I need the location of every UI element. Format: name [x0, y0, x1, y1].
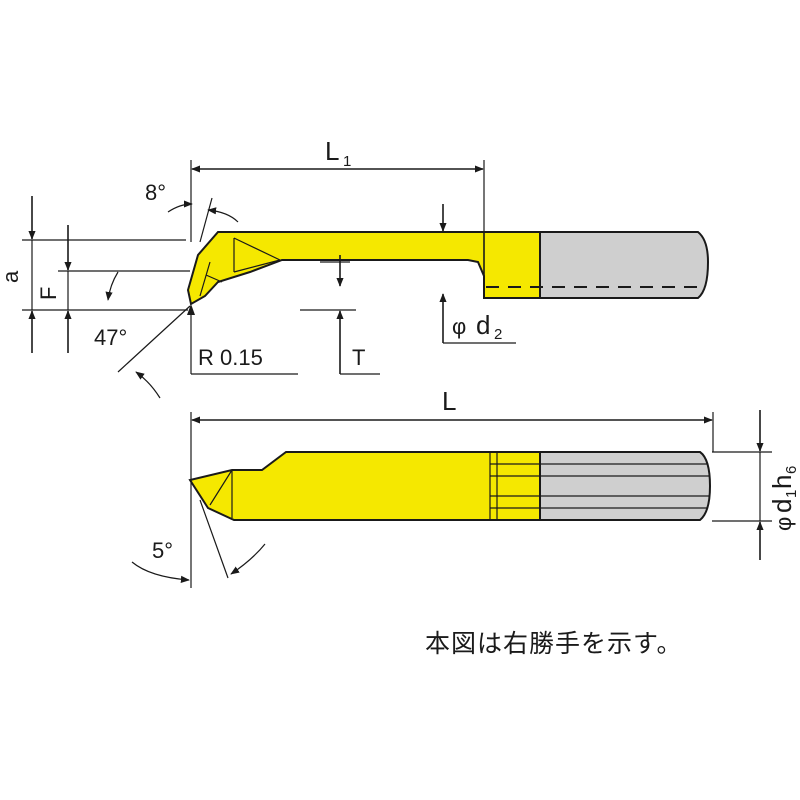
top-tip-facets: [199, 237, 281, 297]
label-a: a: [0, 270, 23, 283]
top-carbide-body: [186, 231, 541, 306]
label-d1: d: [767, 499, 797, 513]
arc-8deg-right: [207, 207, 239, 223]
label-d2: d: [476, 310, 490, 340]
label-T: T: [352, 345, 365, 370]
label-L1-sub: 1: [343, 153, 351, 170]
side-view: L φ d 1 h 6 5°: [131, 386, 800, 588]
arc-8deg-left: [167, 200, 193, 213]
top-shank: [539, 231, 710, 299]
label-d1h6: φ d 1 h 6: [767, 466, 800, 531]
arc-5deg-right: [230, 543, 266, 575]
label-d2-phi: φ: [452, 314, 466, 339]
top-view: L 1 8° a F 47° R 0.15: [0, 136, 710, 399]
label-d1-sub1: 1: [783, 490, 800, 498]
label-5deg: 5°: [152, 538, 173, 563]
ext-8deg: [199, 197, 213, 243]
side-tip-facets: [209, 469, 233, 518]
label-47deg: 47°: [94, 325, 127, 350]
arc-47deg-bottom: [135, 371, 161, 399]
label-d1-h: h: [767, 475, 797, 489]
drawing-note: 本図は右勝手を示す。: [425, 629, 683, 658]
label-F: F: [36, 287, 61, 300]
label-d2-sub: 2: [494, 326, 502, 343]
label-R: R 0.15: [198, 345, 263, 370]
label-L1: L: [325, 136, 339, 166]
ext-5deg-slant: [199, 499, 229, 579]
label-8deg: 8°: [145, 180, 166, 205]
label-d1-sub2: 6: [783, 466, 800, 474]
arrow-R: [187, 304, 195, 315]
side-carbide-body: [188, 451, 541, 521]
side-shank: [539, 451, 712, 521]
ext-47deg: [117, 305, 191, 373]
label-L: L: [442, 386, 456, 416]
arc-5deg-left: [131, 561, 190, 583]
label-d1-phi: φ: [771, 517, 796, 531]
arc-47deg-top: [105, 271, 119, 301]
